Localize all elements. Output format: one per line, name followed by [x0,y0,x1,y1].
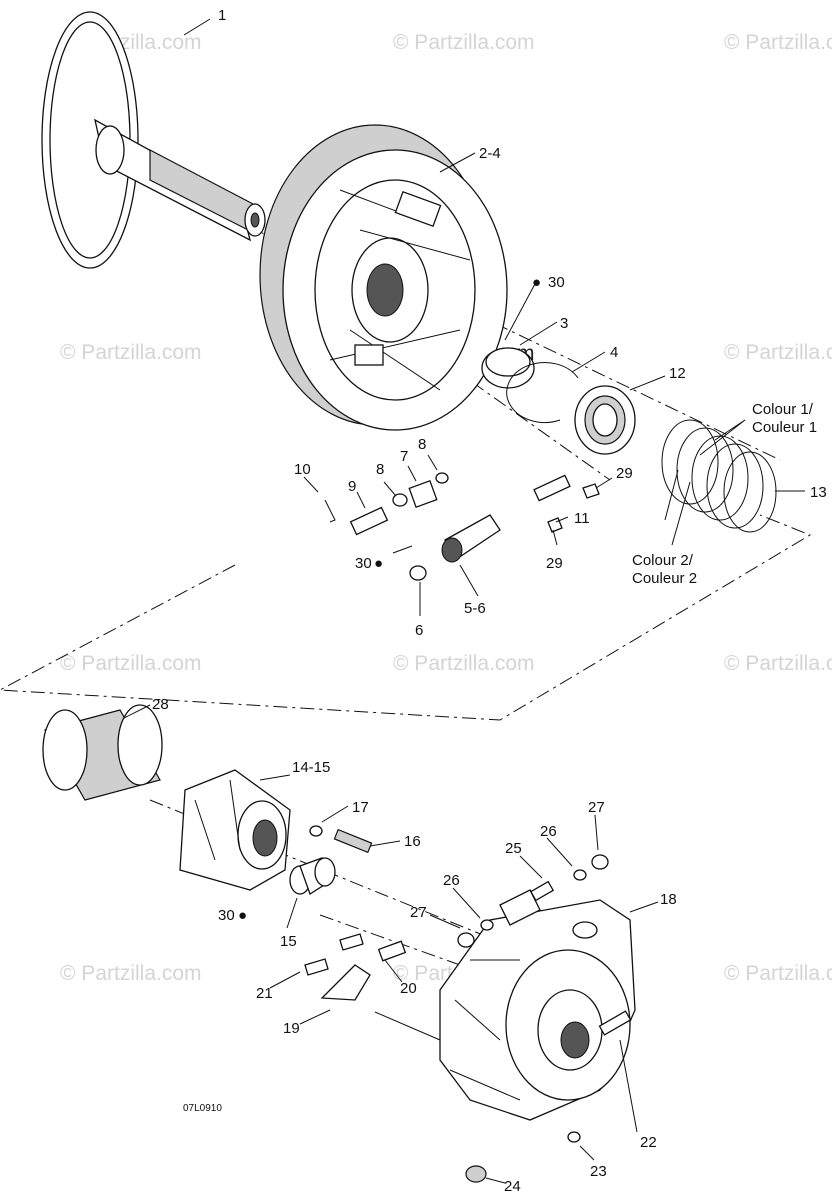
callout-28: 28 [152,696,169,713]
callout-17: 17 [352,799,369,816]
leader-lines [123,18,805,1184]
callout-11: 11 [574,510,590,527]
callout-8: 8 [376,461,384,478]
watermark: © Partzilla.com [393,652,535,675]
callout-13: 13 [810,484,827,501]
callout-6: 6 [415,622,423,639]
colour-2-label: Colour 2/ [632,552,694,569]
callout-14-15: 14-15 [292,759,330,776]
watermark: © Partzilla.com [60,962,202,985]
part-cam-14-15 [179,769,291,891]
oil-drop-icon: ● [374,555,383,572]
part-bushing-15 [289,857,336,895]
part-retaining-ring [506,362,579,424]
part-seal [574,385,636,455]
part-fixed-sheave [41,11,266,269]
part-spring [661,419,777,533]
callout-18: 18 [660,891,677,908]
watermark: © Partzilla.com [60,341,202,364]
part-sleeve [42,704,163,801]
part-lever-group [304,933,407,1001]
watermark: © Partzilla.com [724,31,832,54]
callout-15: 15 [280,933,297,950]
callout-16: 16 [404,833,421,850]
watermark: © Partzilla.com [724,652,832,675]
callout-30: 30 [218,907,235,924]
watermark: © Partzilla.com [724,341,832,364]
callout-25: 25 [505,840,522,857]
callout-23: 23 [590,1163,607,1180]
callout-7: 7 [400,448,408,465]
part-small-hardware-group [324,472,600,581]
oil-drop-icon: ● [238,907,247,924]
callout-9: 9 [348,478,356,495]
couleur-2-label: Couleur 2 [632,570,697,587]
part-movable-sheave [259,124,508,431]
callout-27: 27 [410,904,427,921]
callout-21: 21 [256,985,273,1002]
part-housing-18 [439,889,636,1121]
watermark: © Partzilla.com [60,652,202,675]
callout-30: 30 [548,274,565,291]
callout-30: 30 [355,555,372,572]
callout-labels: 1 2-4 ● 30 3 4 12 Colour 1/ Couleur 1 13… [152,7,827,1195]
callout-19: 19 [283,1020,300,1037]
callout-26: 26 [540,823,557,840]
callout-22: 22 [640,1134,657,1151]
callout-10: 10 [294,461,311,478]
callout-2-4: 2-4 [479,145,501,162]
colour-1-label: Colour 1/ [752,401,814,418]
callout-24: 24 [504,1178,521,1195]
callout-8: 8 [418,436,426,453]
callout-26: 26 [443,872,460,889]
drawing-code: 07L0910 [183,1103,222,1114]
watermark: © Partzilla.com [724,962,832,985]
part-fasteners-22-27 [457,854,632,1183]
callout-27: 27 [588,799,605,816]
callout-20: 20 [400,980,417,997]
callout-3: 3 [560,315,568,332]
couleur-1-label: Couleur 1 [752,419,817,436]
callout-12: 12 [669,365,686,382]
callout-29: 29 [616,465,633,482]
callout-5-6: 5-6 [464,600,486,617]
part-bolt-16 [309,825,373,854]
part-bushing-3 [481,347,535,389]
callout-29: 29 [546,555,563,572]
callout-4: 4 [610,344,618,361]
watermark: © Partzilla.com [393,31,535,54]
callout-1: 1 [218,7,226,24]
oil-drop-icon: ● [532,274,541,291]
